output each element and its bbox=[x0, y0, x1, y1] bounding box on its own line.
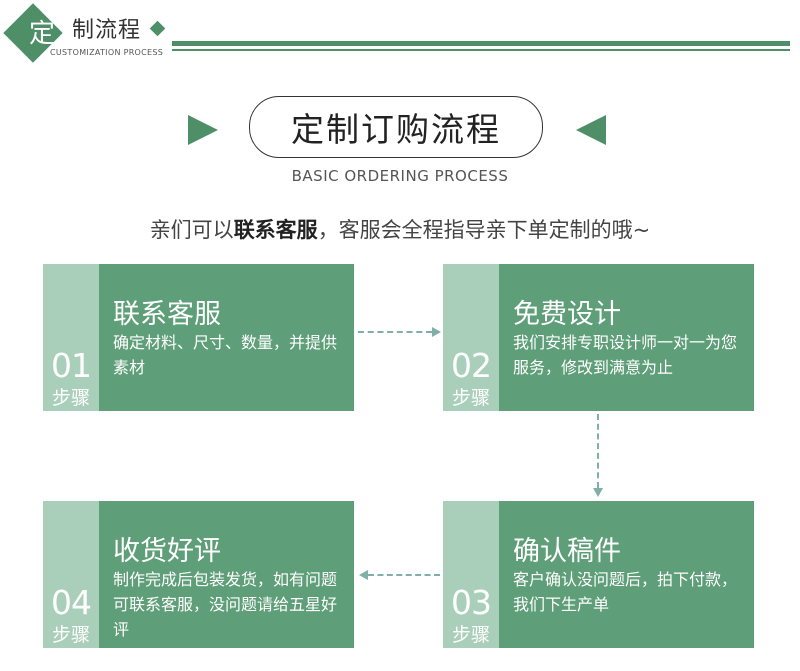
intro-text-bold: 联系客服 bbox=[233, 218, 318, 242]
step-description: 制作完成后包装发货，如有问题可联系客服，没问题请给五星好评 bbox=[113, 570, 338, 639]
step-number-column: 03 步骤 bbox=[443, 501, 499, 648]
step-label: 步骤 bbox=[51, 387, 90, 409]
step-title: 收货好评 bbox=[113, 536, 221, 567]
step-card-01: 01 步骤 联系客服 确定材料、尺寸、数量，并提供素材 bbox=[43, 264, 354, 411]
step-number: 04 bbox=[51, 583, 92, 622]
intro-text-after: ，客服会全程指导亲下单定制的哦~ bbox=[317, 218, 651, 242]
intro-text-before: 亲们可以 bbox=[149, 218, 234, 242]
step-number: 02 bbox=[451, 346, 492, 385]
step-title: 确认稿件 bbox=[513, 536, 621, 567]
step-label: 步骤 bbox=[51, 624, 90, 646]
step-card-04: 04 步骤 收货好评 制作完成后包装发货，如有问题可联系客服，没问题请给五星好评 bbox=[43, 501, 354, 648]
arrow-down-icon bbox=[593, 488, 603, 497]
step-description: 我们安排专职设计师一对一为您服务，修改到满意为止 bbox=[513, 333, 738, 377]
step-description: 确定材料、尺寸、数量，并提供素材 bbox=[113, 333, 338, 377]
step-body: 确认稿件 客户确认没问题后，拍下付款，我们下生产单 bbox=[499, 501, 754, 648]
step-number-column: 04 步骤 bbox=[43, 501, 99, 648]
header-title: 制流程 bbox=[72, 18, 142, 43]
triangle-left-icon bbox=[576, 115, 606, 145]
arrow-left-icon bbox=[359, 570, 368, 580]
header-rule-thin bbox=[172, 49, 790, 51]
step-body: 免费设计 我们安排专职设计师一对一为您服务，修改到满意为止 bbox=[499, 264, 754, 411]
main-subtitle: BASIC ORDERING PROCESS bbox=[291, 167, 509, 185]
step-title: 免费设计 bbox=[513, 299, 621, 330]
step-number-column: 01 步骤 bbox=[43, 264, 99, 411]
arrow-right-icon bbox=[432, 327, 441, 337]
connector-line-3-4 bbox=[368, 574, 440, 576]
triangle-right-icon bbox=[188, 115, 218, 145]
connector-line-1-2 bbox=[358, 331, 432, 333]
step-number: 03 bbox=[451, 583, 492, 622]
step-number-column: 02 步骤 bbox=[443, 264, 499, 411]
step-body: 联系客服 确定材料、尺寸、数量，并提供素材 bbox=[99, 264, 354, 411]
header-badge-char: 定 bbox=[28, 19, 55, 49]
connector-line-2-3 bbox=[597, 414, 599, 488]
step-body: 收货好评 制作完成后包装发货，如有问题可联系客服，没问题请给五星好评 bbox=[99, 501, 354, 648]
main-title: 定制订购流程 bbox=[249, 96, 543, 158]
header-rule-thick bbox=[172, 41, 790, 46]
header-diamond-icon bbox=[149, 20, 166, 37]
intro-text: 亲们可以联系客服，客服会全程指导亲下单定制的哦~ bbox=[0, 214, 800, 244]
header-subtitle: CUSTOMIZATION PROCESS bbox=[50, 48, 164, 57]
step-title: 联系客服 bbox=[113, 299, 221, 330]
step-card-02: 02 步骤 免费设计 我们安排专职设计师一对一为您服务，修改到满意为止 bbox=[443, 264, 754, 411]
step-description: 客户确认没问题后，拍下付款，我们下生产单 bbox=[513, 570, 738, 614]
step-label: 步骤 bbox=[451, 624, 490, 646]
step-label: 步骤 bbox=[451, 387, 490, 409]
step-card-03: 03 步骤 确认稿件 客户确认没问题后，拍下付款，我们下生产单 bbox=[443, 501, 754, 648]
step-number: 01 bbox=[51, 346, 92, 385]
